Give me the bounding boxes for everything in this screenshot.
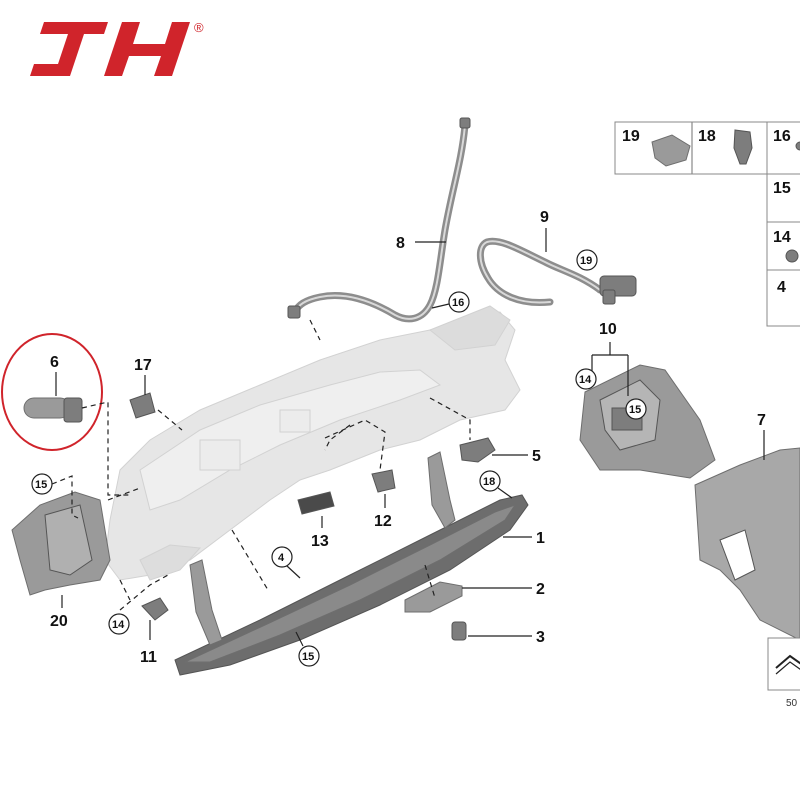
callout-8: 8 [396, 235, 405, 252]
callout-10: 10 [599, 321, 617, 338]
callout-9: 9 [540, 209, 549, 226]
registered-mark: ® [194, 20, 204, 35]
legend-14-screw-icon [785, 249, 799, 263]
callout-11: 11 [140, 649, 157, 666]
part-8-hose: 8 [287, 117, 471, 323]
callout-3: 3 [536, 629, 545, 646]
fastener-legend: 19 18 16 15 14 4 [614, 121, 800, 327]
circled-callout-15b: 15 [302, 651, 314, 663]
circled-callout-16: 16 [452, 297, 464, 309]
part-13-pad: 13 [297, 491, 335, 550]
part-5-clip: 5 [429, 397, 541, 465]
corner-tag: 50 [767, 637, 800, 709]
part-10-bracket: 10 [579, 321, 716, 479]
callout-20: 20 [50, 613, 68, 630]
dashed-leaders [119, 319, 351, 601]
callout-2: 2 [536, 581, 545, 598]
legend-14: 14 [773, 229, 791, 246]
legend-15: 15 [773, 180, 791, 197]
legend-16-nut-icon [795, 141, 800, 151]
circled-callout-15a: 15 [35, 479, 47, 491]
part-11-clip: 11 [119, 574, 169, 666]
circled-callout-4: 4 [278, 552, 285, 564]
callout-12: 12 [374, 513, 392, 530]
circled-callout-14a: 14 [112, 619, 125, 631]
legend-18-stud-icon [733, 129, 753, 165]
circled-callout-19: 19 [580, 255, 592, 267]
circled-callout-18: 18 [483, 476, 495, 488]
part-3-lock: 3 [451, 621, 545, 646]
legend-19: 19 [622, 128, 640, 145]
part-2-handle: 2 [404, 564, 545, 613]
part-6-actuator: 6 [1, 333, 130, 496]
chevron-icon [775, 654, 800, 669]
legend-19-clip-icon [651, 134, 691, 167]
legend-18: 18 [698, 128, 716, 145]
callout-17: 17 [134, 357, 152, 374]
circled-callout-15c: 15 [629, 404, 641, 416]
circled-callout-14b: 14 [579, 374, 592, 386]
callout-5: 5 [532, 448, 541, 465]
part-1-glovebox-lid: 1 [174, 494, 545, 676]
glovebox-hinge-arms [189, 451, 456, 646]
corner-code: 50 [786, 698, 798, 709]
dashboard-carrier-ghost [104, 305, 521, 581]
circled-callouts: 4 14 14 15 15 15 16 18 19 [31, 249, 647, 667]
highlight-circle [1, 333, 103, 451]
part-20-bracket: 20 [11, 487, 141, 630]
callout-7: 7 [757, 412, 766, 429]
part-17-bracket: 17 [129, 357, 183, 431]
brand-logo: JH [30, 22, 190, 76]
legend-16: 16 [773, 128, 791, 145]
part-9-hose: 9 [476, 209, 637, 307]
callout-6: 6 [50, 354, 59, 371]
part-12-clip: 12 [324, 419, 396, 530]
legend-4: 4 [777, 279, 786, 296]
callout-1: 1 [536, 530, 545, 547]
callout-13: 13 [311, 533, 329, 550]
part-7-cover: 7 [694, 412, 800, 641]
